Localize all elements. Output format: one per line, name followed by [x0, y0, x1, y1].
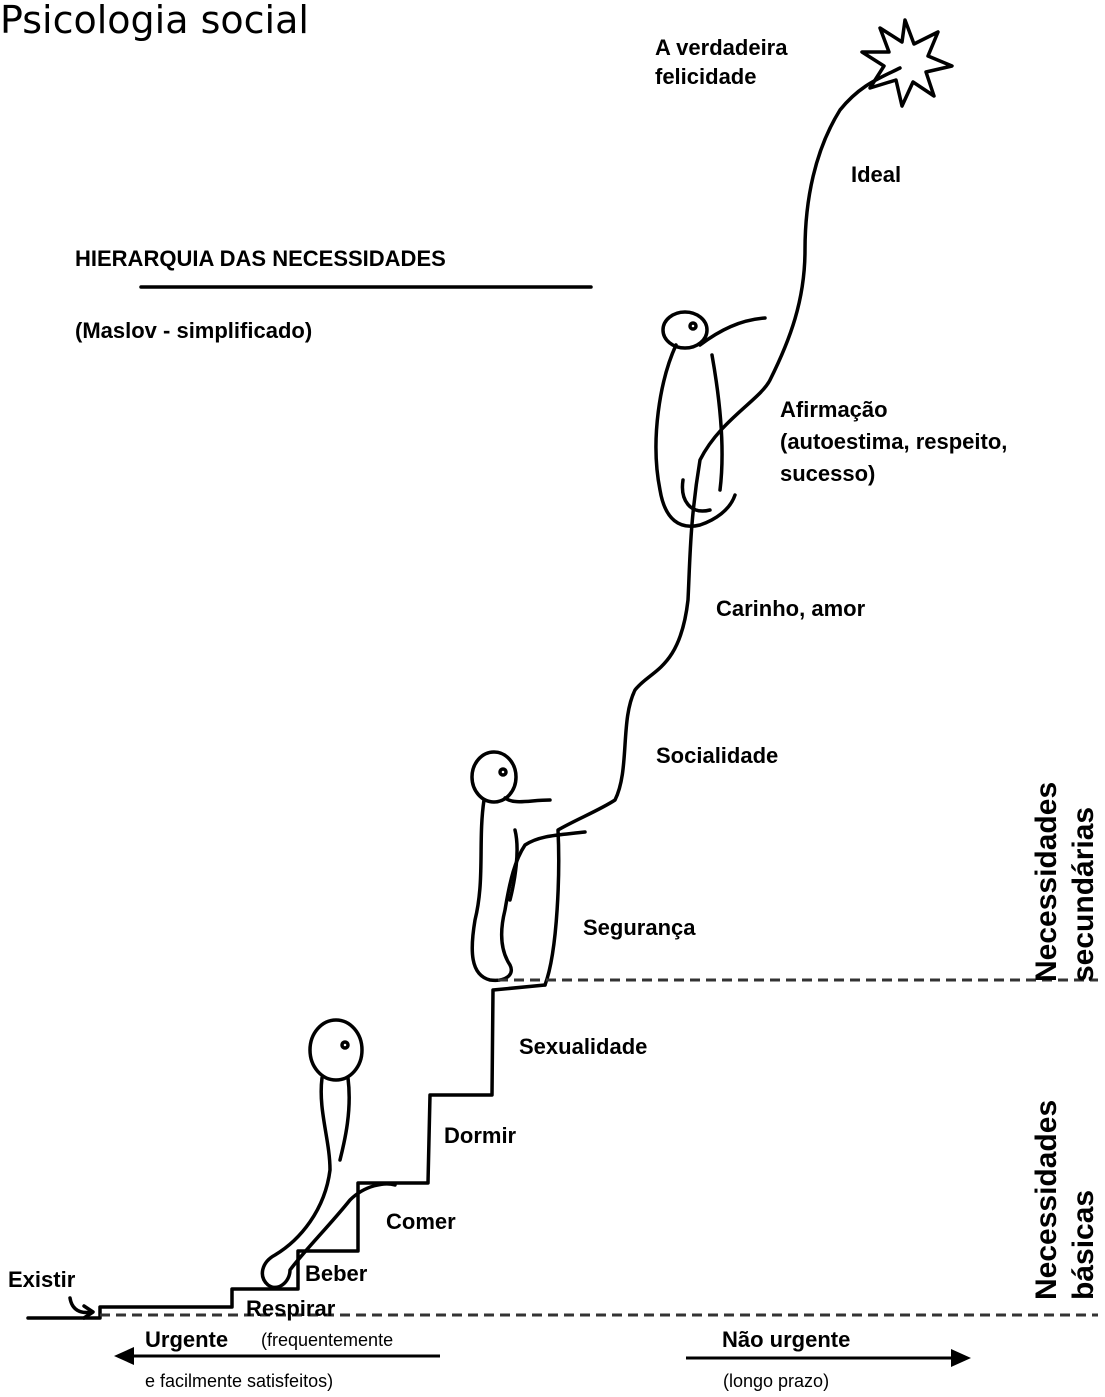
label-seguranca: Segurança	[583, 915, 696, 941]
axis-urgente-label: Urgente	[145, 1327, 228, 1353]
label-dormir: Dormir	[444, 1123, 516, 1149]
urgente-arrowhead	[114, 1347, 134, 1365]
nao-urgente-arrowhead	[951, 1349, 971, 1367]
label-socialidade: Socialidade	[656, 743, 778, 769]
axis-nao-urgente-label: Não urgente	[722, 1327, 850, 1353]
diagram-subheading: (Maslov - simplificado)	[75, 318, 312, 344]
staircase-line	[28, 985, 545, 1318]
climber-figure-middle	[472, 752, 585, 980]
climber-figure-bottom	[262, 1020, 395, 1287]
climber-figure-top	[656, 312, 765, 526]
label-beber: Beber	[305, 1261, 367, 1287]
label-carinho-amor: Carinho, amor	[716, 596, 865, 622]
axis-nao-urgente-note: (longo prazo)	[723, 1371, 829, 1393]
axis-urgente-note-1: (frequentemente	[261, 1330, 393, 1352]
page-title: Psicologia social	[0, 0, 309, 44]
label-sexualidade: Sexualidade	[519, 1034, 647, 1060]
diagram-heading: HIERARQUIA DAS NECESSIDADES	[75, 246, 446, 272]
label-ideal: Ideal	[851, 162, 901, 188]
climb-line	[545, 68, 900, 985]
label-verdadeira-felicidade: A verdadeira felicidade	[655, 34, 787, 91]
label-comer: Comer	[386, 1209, 456, 1235]
label-respirar: Respirar	[246, 1296, 335, 1322]
category-necessidades-basicas: Necessidades básicas	[1029, 1100, 1102, 1300]
label-afirmacao: Afirmação (autoestima, respeito, sucesso…	[780, 394, 1007, 490]
axis-urgente-note-2: e facilmente satisfeitos)	[145, 1371, 333, 1393]
label-existir: Existir	[8, 1267, 75, 1293]
star-shape	[862, 20, 952, 106]
category-necessidades-secundarias: Necessidades secundárias	[1029, 782, 1102, 982]
